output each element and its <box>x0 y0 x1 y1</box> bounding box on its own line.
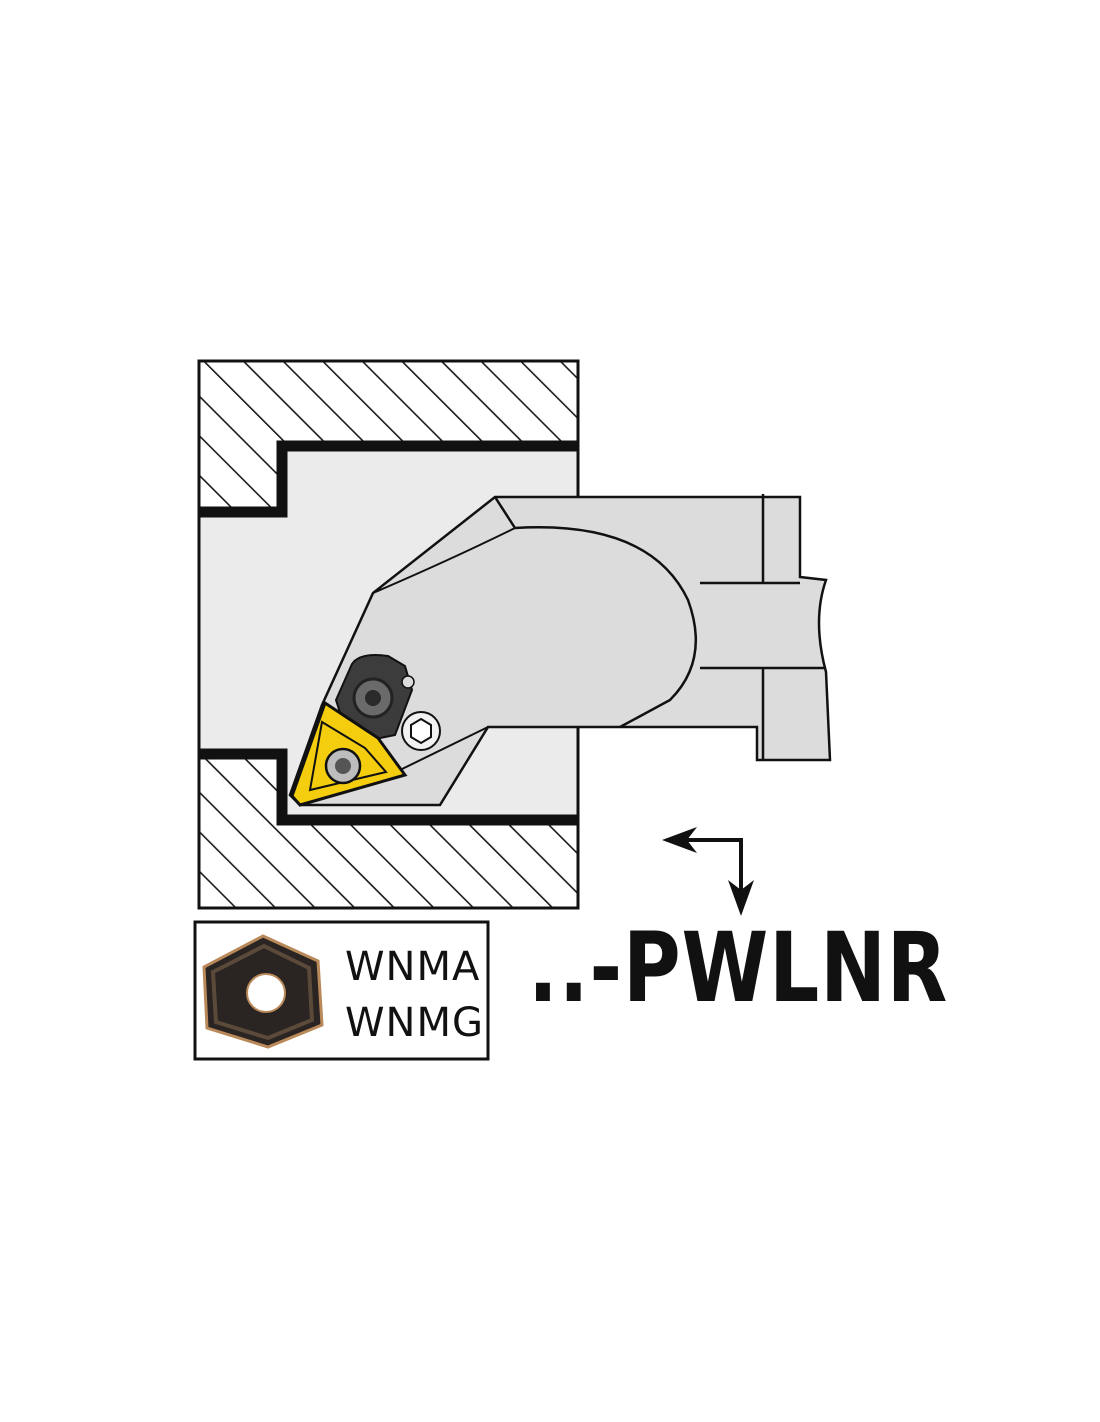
insert-photo-icon <box>202 934 324 1049</box>
tool-designation: ..-PWLNR <box>528 912 949 1024</box>
insert-code-wnma: WNMA <box>345 944 481 990</box>
hex-socket-screw-icon <box>401 711 441 751</box>
insert-code-wnmg: WNMG <box>345 1000 484 1046</box>
insert-trigon-icon <box>290 700 408 807</box>
feed-direction-arrows-icon <box>662 827 754 916</box>
